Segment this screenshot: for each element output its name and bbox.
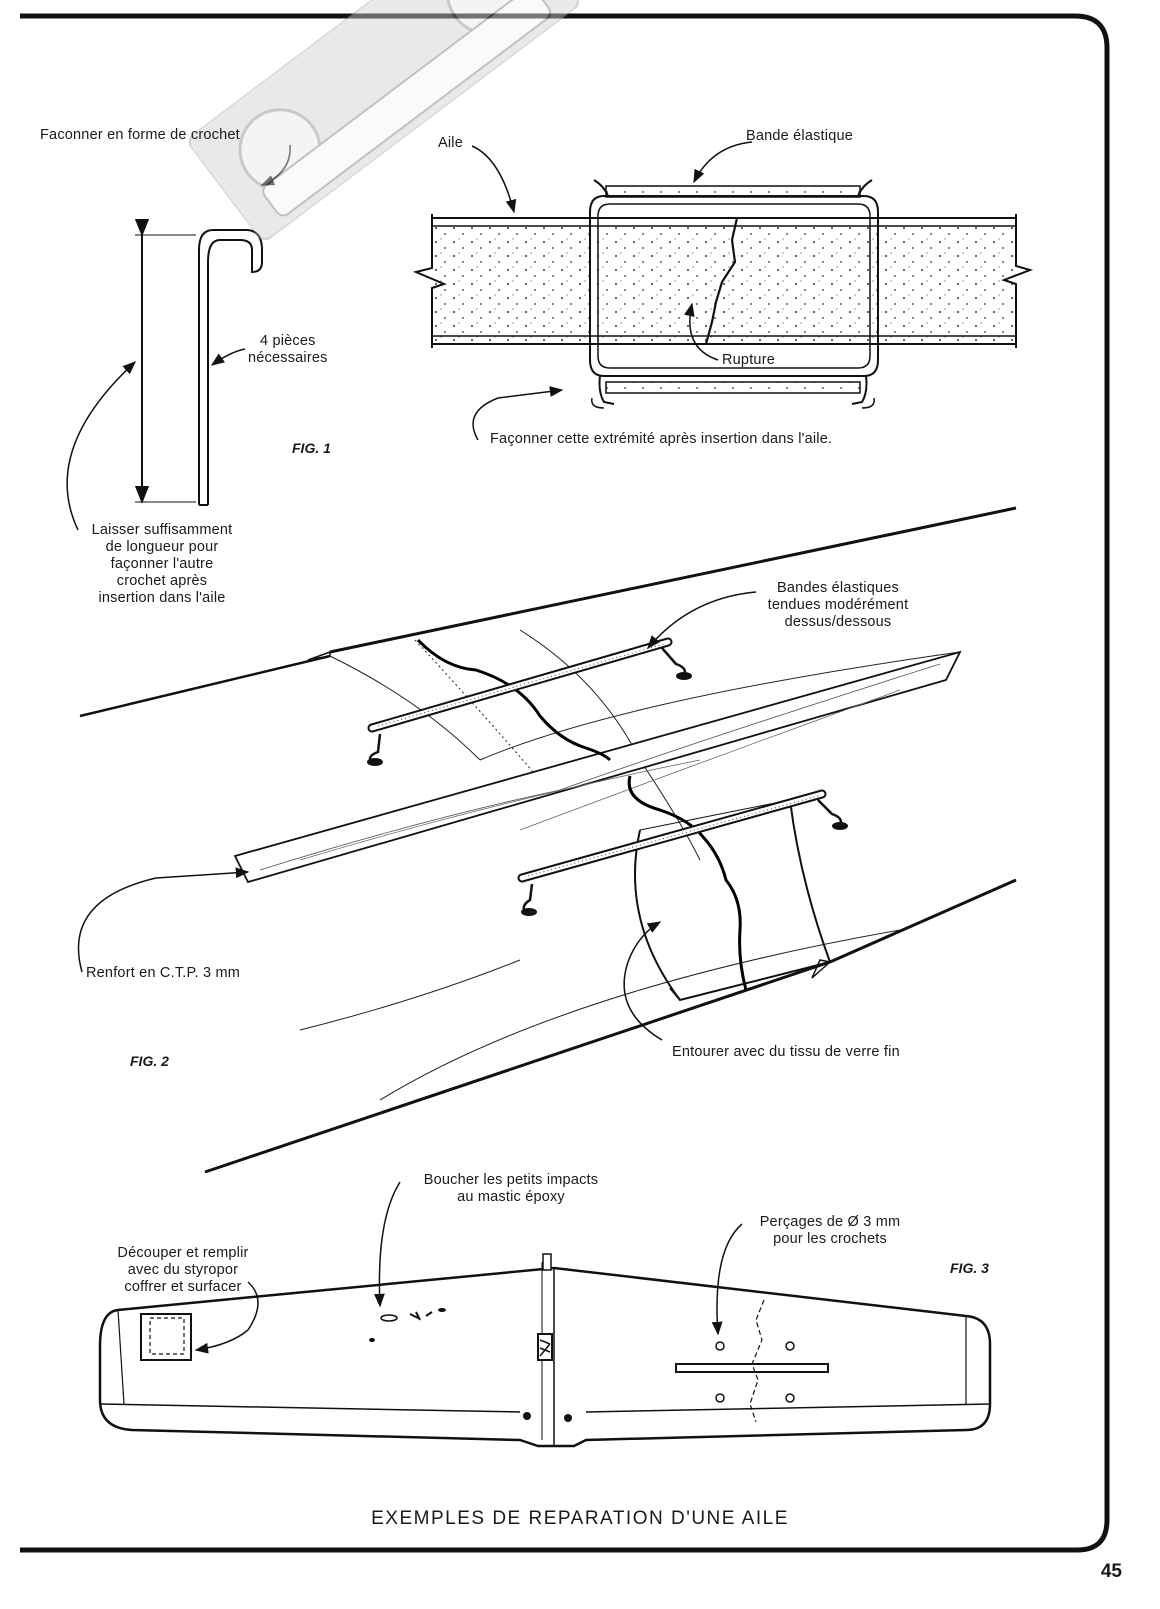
fig1-length-line-4: crochet après: [116, 573, 208, 589]
fig3-impacts: [369, 1308, 446, 1342]
fig2-bands-line-3: dessus/dessous: [784, 614, 892, 630]
fig1-pieces-line-2: nécessaires: [248, 350, 328, 366]
fig2-clamp-lower: [517, 789, 848, 916]
fig3-holes-line-1: Perçages de Ø 3 mm: [759, 1214, 901, 1230]
page-border: [20, 13, 1110, 1553]
fig2-glass-label: Entourer avec du tissu de verre fin: [672, 1044, 900, 1060]
fig3-cut-line-3: coffrer et surfacer: [124, 1279, 242, 1295]
fig1-length-line-3: façonner l'autre: [110, 556, 214, 572]
fig1-rupture-arrow: [684, 302, 719, 361]
fig2-bands-arrow: [647, 591, 757, 650]
fig1-rupture-label: Rupture: [722, 352, 775, 368]
fig1-hook-label: Faconner en forme de crochet: [40, 127, 240, 143]
fig1-band-label: Bande élastique: [746, 128, 853, 144]
fig1-length-line-5: insertion dans l'aile: [98, 590, 226, 606]
page-number: 45: [1100, 1561, 1122, 1582]
fig1-end-label: Façonner cette extrémité après insertion…: [490, 431, 833, 447]
fig3-cut-patch: [140, 1313, 192, 1361]
fig3-impacts-label: Boucher les petits impacts au mastic épo…: [400, 1172, 622, 1206]
fig2-glass-arrow: [623, 921, 663, 1041]
fig3-holes-line-2: pour les crochets: [773, 1231, 887, 1247]
fig3-wing-planform: [98, 1253, 992, 1448]
fig1-wing-section: [412, 214, 1034, 348]
fig1-length-line-2: de longueur pour: [105, 539, 219, 555]
fig3-title: FIG. 3: [950, 1260, 989, 1276]
fig1-hook-drawing: [198, 229, 263, 506]
watermark-graphic: [188, 0, 579, 241]
watermark-logo: [185, 0, 586, 248]
fig1-dimension-line: [134, 218, 196, 504]
fig1-title: FIG. 1: [292, 440, 331, 456]
fig3-cut-label: Découper et remplir avec du styropor cof…: [88, 1245, 278, 1296]
fig3-cut-line-2: avec du styropor: [127, 1262, 239, 1278]
fig3-cut-arrow: [194, 1281, 259, 1354]
fig1-wing-label: Aile: [438, 135, 463, 151]
fig1-clamp: [589, 179, 879, 409]
fig1-length-label: Laisser suffisamment de longueur pour fa…: [72, 522, 252, 607]
fig3-holes-arrow: [711, 1223, 743, 1336]
fig2-bands-label: Bandes élastiques tendues modérément des…: [738, 580, 938, 631]
fig2-title: FIG. 2: [130, 1053, 169, 1069]
fig3-impacts-arrow: [374, 1181, 401, 1308]
fig2-glass-cloth-band: [634, 799, 832, 1002]
fig1-end-arrow: [472, 386, 564, 441]
fig2-clamp-upper: [367, 637, 692, 766]
fig1-wing-arrow: [471, 145, 517, 214]
fig2-reinforce-label: Renfort en C.T.P. 3 mm: [86, 965, 241, 981]
fig1-length-line-1: Laisser suffisamment: [91, 522, 233, 538]
fig1-pieces-line-1: 4 pièces: [259, 333, 316, 349]
fig1-pieces-label: 4 pièces nécessaires: [248, 333, 328, 367]
fig1-rupture-crack: [704, 217, 739, 345]
fig3-impacts-line-1: Boucher les petits impacts: [423, 1172, 599, 1188]
fig2-reinforcement-plate: [233, 650, 962, 884]
fig1-pieces-arrow: [210, 348, 246, 366]
fig2-bands-line-2: tendues modérément: [767, 597, 909, 613]
fig3-holes-label: Perçages de Ø 3 mm pour les crochets: [740, 1214, 920, 1248]
fig1-band-arrow: [693, 141, 753, 184]
fig1-length-arrow: [66, 361, 136, 531]
fig2-wing-outline: [79, 506, 1017, 1174]
fig2-crack: [416, 638, 612, 762]
fig2-crack-lower: [627, 775, 748, 991]
fig3-cut-line-1: Découper et remplir: [117, 1245, 249, 1261]
fig2-reinforce-arrow: [77, 867, 250, 973]
fig3-impacts-line-2: au mastic époxy: [457, 1189, 565, 1205]
fig3-plank-repair: [675, 1299, 829, 1423]
fig1-hook-arrow: [260, 144, 291, 186]
fig2-bands-line-1: Bandes élastiques: [777, 580, 899, 596]
page-caption: EXEMPLES DE REPARATION D'UNE AILE: [371, 1508, 789, 1529]
